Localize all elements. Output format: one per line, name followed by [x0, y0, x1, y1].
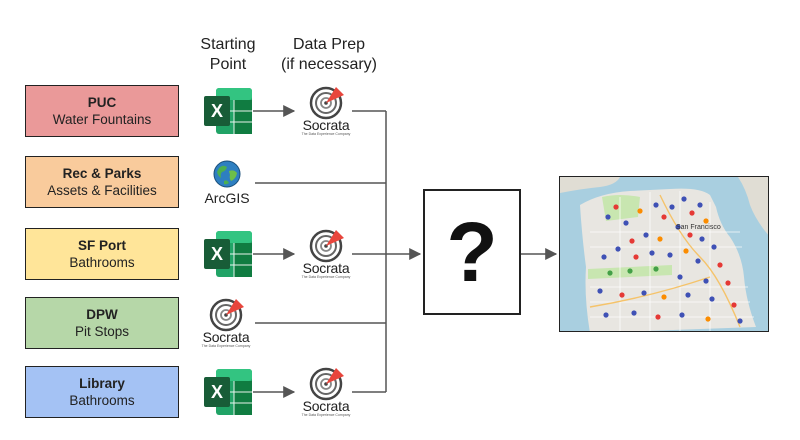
source-subtitle: Bathrooms: [69, 393, 135, 408]
header-starting-point-line1: Starting: [200, 36, 256, 53]
source-title: DPW: [86, 307, 118, 322]
socrata-wordmark: Socrata: [202, 329, 250, 345]
source-subtitle: Assets & Facilities: [47, 183, 157, 198]
globe-icon: [213, 160, 241, 188]
socrata-logo: Socrata The Data Experience Company: [296, 227, 356, 283]
source-box-dpw: DPW Pit Stops: [25, 297, 179, 349]
header-starting-point: Starting Point: [186, 35, 270, 75]
excel-icon: X: [202, 367, 254, 417]
arcgis-wordmark: ArcGIS: [204, 190, 250, 206]
unknown-process-box: ?: [423, 189, 521, 315]
source-subtitle: Water Fountains: [52, 112, 152, 127]
excel-icon: X: [202, 229, 254, 279]
socrata-tagline: The Data Experience Company: [201, 344, 251, 348]
excel-icon: X: [202, 86, 254, 136]
map-markers: [597, 196, 743, 324]
source-subtitle: Pit Stops: [74, 324, 130, 339]
excel-letter: X: [211, 244, 223, 264]
excel-letter: X: [211, 101, 223, 121]
header-data-prep-line2: (if necessary): [280, 56, 378, 73]
question-mark: ?: [446, 204, 498, 299]
socrata-logo: Socrata The Data Experience Company: [196, 296, 256, 352]
source-title: PUC: [87, 95, 117, 110]
socrata-wordmark: Socrata: [302, 398, 350, 414]
source-title: Rec & Parks: [62, 166, 142, 181]
map-image: San Francisco: [560, 177, 768, 331]
header-starting-point-line2: Point: [209, 56, 247, 73]
socrata-tagline: The Data Experience Company: [301, 132, 351, 136]
source-title: SF Port: [77, 238, 126, 253]
sf-map: San Francisco: [559, 176, 769, 332]
socrata-logo: Socrata The Data Experience Company: [296, 84, 356, 140]
source-box-library: Library Bathrooms: [25, 366, 179, 418]
source-title: Library: [79, 376, 125, 391]
source-box-rec-parks: Rec & Parks Assets & Facilities: [25, 156, 179, 208]
excel-letter: X: [211, 382, 223, 402]
source-box-sf-port: SF Port Bathrooms: [25, 228, 179, 280]
socrata-tagline: The Data Experience Company: [301, 275, 351, 279]
socrata-wordmark: Socrata: [302, 260, 350, 276]
arcgis-logo: ArcGIS: [197, 159, 257, 209]
header-data-prep-line1: Data Prep: [292, 36, 366, 53]
socrata-tagline: The Data Experience Company: [301, 413, 351, 417]
socrata-logo: Socrata The Data Experience Company: [296, 365, 356, 421]
source-box-puc: PUC Water Fountains: [25, 85, 179, 137]
header-data-prep: Data Prep (if necessary): [264, 35, 394, 75]
map-city-label: San Francisco: [676, 224, 721, 231]
socrata-wordmark: Socrata: [302, 117, 350, 133]
source-subtitle: Bathrooms: [69, 255, 135, 270]
